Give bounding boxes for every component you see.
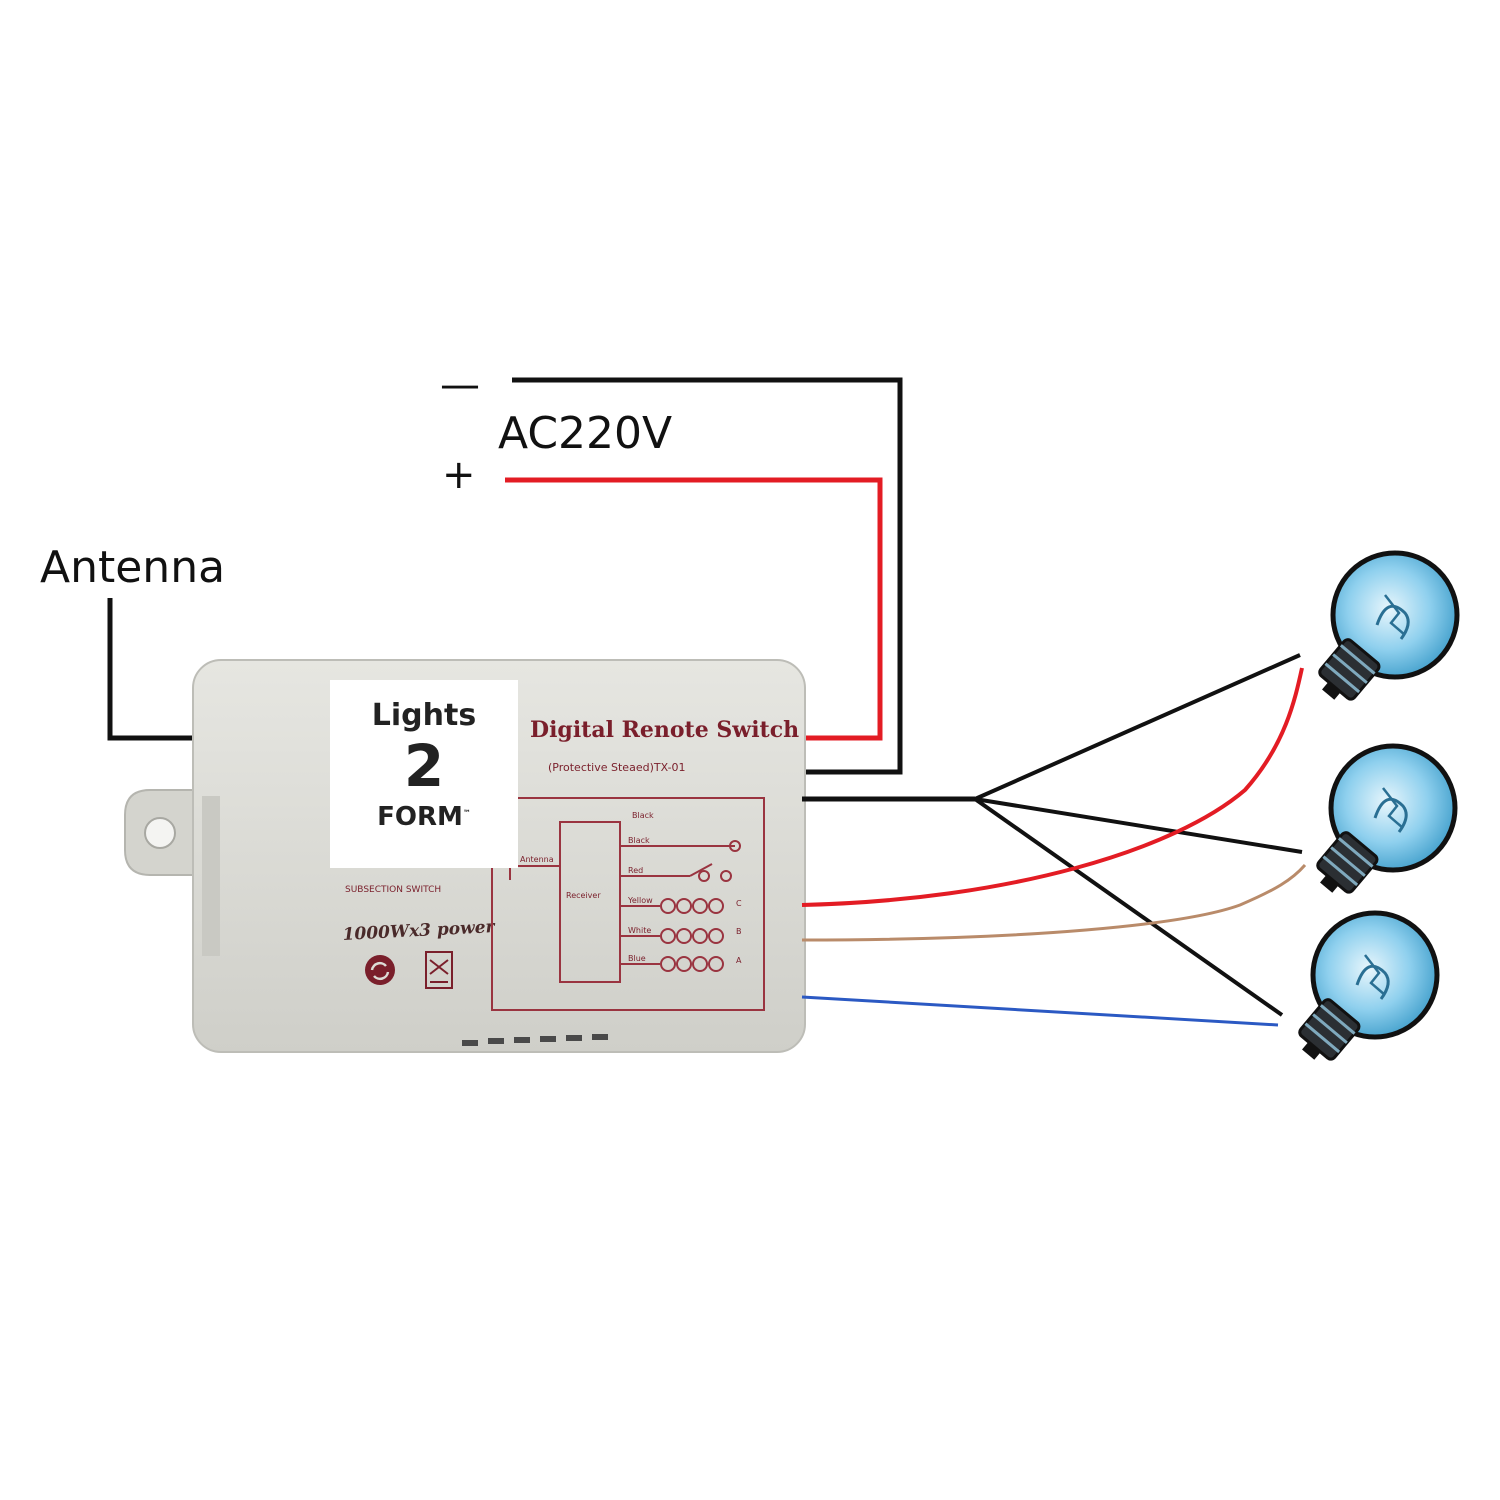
light-bulb-icon: [1311, 553, 1457, 709]
black-wire-to-bulb-bottom: [973, 797, 1284, 1017]
antenna-wire: [107, 598, 200, 741]
light-bulb-icon: [1291, 913, 1437, 1069]
vent-slots: [462, 1034, 608, 1046]
light-bulb-icon: [1309, 746, 1455, 902]
wiring-schematic-panel: [491, 797, 765, 1011]
terminal-label: Black: [628, 836, 650, 845]
plus-sign: +: [442, 452, 476, 498]
terminal-tag: A: [736, 956, 742, 965]
logo-form-word: FORM: [377, 802, 463, 832]
terminal-label: Red: [628, 866, 643, 875]
terminal-tag: B: [736, 927, 742, 936]
supply-neutral-wire: [512, 377, 903, 775]
device-title: Digital Renote Switch: [530, 717, 799, 743]
schematic-antenna-label: Antenna: [520, 855, 554, 864]
device-section-label: SUBSECTION SWITCH: [345, 885, 441, 895]
brown-wire-to-bulb-middle: [801, 864, 1307, 942]
minus-sign: —: [440, 362, 480, 408]
schematic-receiver-label: Receiver: [566, 891, 601, 900]
supply-voltage-label: AC220V: [498, 408, 672, 459]
certification-icon: [425, 951, 453, 989]
terminal-label: Black: [632, 811, 654, 820]
antenna-label: Antenna: [40, 542, 225, 593]
black-wire-to-bulb-middle: [974, 797, 1303, 854]
supply-live-wire: [505, 477, 883, 741]
logo-text-2: 2: [403, 732, 445, 800]
logo-text-form: FORM™: [330, 802, 518, 832]
logo-trademark: ™: [462, 808, 471, 818]
terminal-tag: C: [736, 899, 742, 908]
terminal-label: Blue: [628, 954, 646, 963]
red-wire-to-bulb-top: [801, 667, 1304, 907]
terminal-label: Yellow: [627, 896, 653, 905]
logo-text-lights: Lights: [371, 698, 477, 733]
brand-logo: Lights 2 FORM™: [330, 680, 518, 868]
recycle-icon: [365, 955, 395, 985]
black-wire-to-bulb-top: [974, 653, 1301, 801]
mounting-hole: [144, 817, 176, 849]
device-subtitle: (Protective Steaed)TX-01: [548, 761, 686, 774]
terminal-label: White: [628, 926, 651, 935]
blue-wire-to-bulb-bottom: [801, 995, 1279, 1027]
